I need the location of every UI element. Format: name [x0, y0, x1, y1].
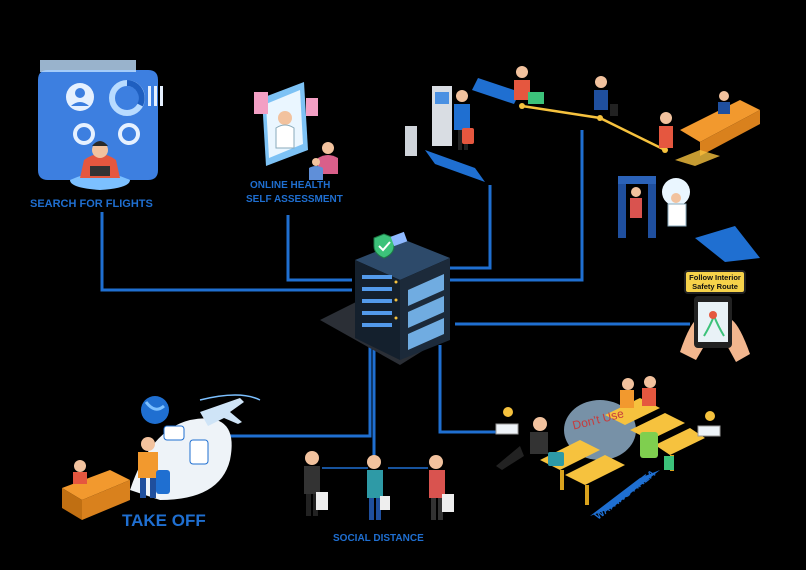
self-assessment-scene: [254, 82, 338, 180]
label-waiting-area: WAITING AREA: [593, 468, 658, 522]
waiting-area-scene: [495, 376, 721, 516]
label-search-flights: SEARCH FOR FLIGHTS: [30, 198, 153, 210]
connector-takeoff: [225, 345, 372, 438]
label-self-assessment-line1: ONLINE HEALTH: [250, 180, 330, 191]
social-distance-scene: [304, 451, 454, 520]
queue-path-scene: [514, 66, 760, 166]
interior-sign-line1: Follow Interior: [689, 273, 741, 282]
airplane-icon: [200, 398, 244, 426]
take-off-scene: [62, 394, 261, 520]
shield-icon: [373, 233, 395, 259]
security-scanner-scene: [618, 176, 760, 262]
connector-lines: [100, 130, 690, 456]
label-social-distance: SOCIAL DISTANCE: [333, 533, 424, 544]
checkin-kiosk-scene: [405, 78, 520, 182]
connector-checkin: [450, 185, 492, 270]
central-server: [320, 231, 450, 365]
connector-waiting: [438, 345, 500, 434]
interior-sign: Follow Interior Safety Route: [684, 270, 746, 294]
connector-search: [100, 212, 352, 292]
label-self-assessment-line2: SELF ASSESSMENT: [246, 194, 343, 205]
label-take-off: TAKE OFF: [122, 511, 206, 530]
connector-queue: [450, 130, 584, 282]
interior-route-phone: [680, 296, 750, 362]
interior-sign-line2: Safety Route: [692, 282, 738, 291]
connector-assessment: [286, 215, 352, 282]
search-flights-scene: [38, 60, 163, 190]
